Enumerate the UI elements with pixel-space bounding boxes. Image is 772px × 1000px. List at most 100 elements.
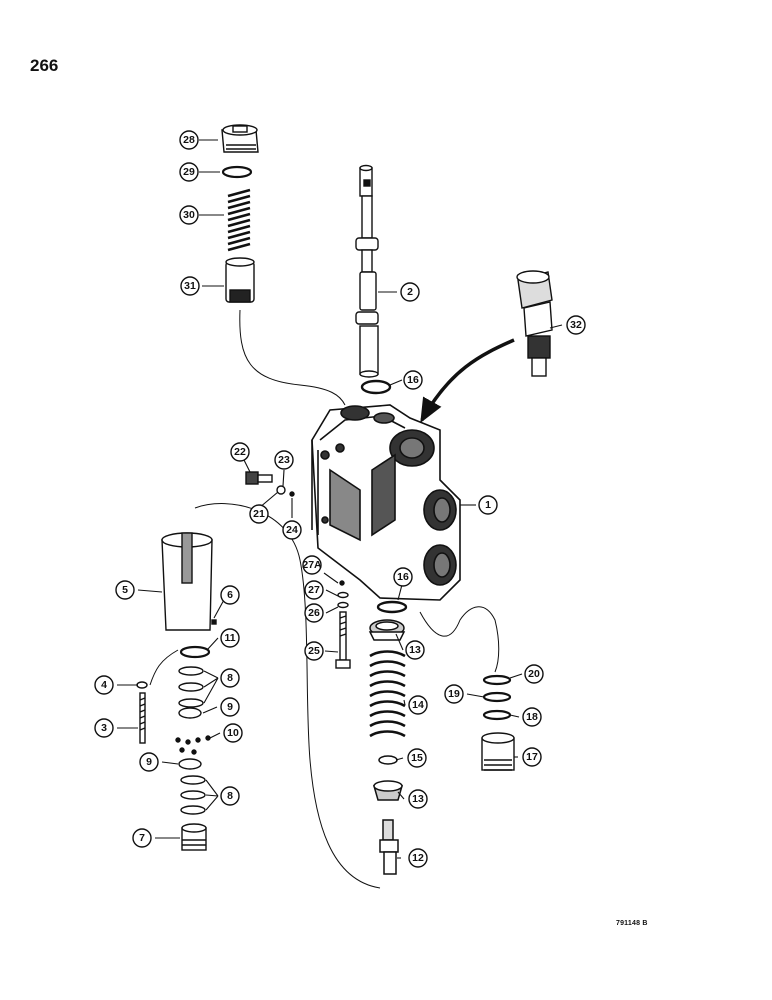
- callout-circle: [220, 585, 240, 605]
- callout-31: 31: [180, 276, 200, 296]
- callout-label: 7: [139, 832, 145, 844]
- callout-label: 8: [227, 790, 233, 802]
- callout-label: 10: [227, 727, 239, 739]
- callout-circle: [274, 450, 294, 470]
- callout-label: 30: [183, 209, 195, 221]
- callout-27A: 27A: [302, 555, 322, 575]
- callout-label: 6: [227, 589, 233, 601]
- callout-circle: [220, 668, 240, 688]
- callout-3: 3: [94, 718, 114, 738]
- callout-circle: [304, 603, 324, 623]
- callout-label: 28: [183, 134, 195, 146]
- load-check-assembly: [136, 532, 217, 851]
- callout-label: 12: [412, 852, 424, 864]
- small-fitting-parts: [245, 471, 295, 497]
- end-plug-assembly: [481, 674, 515, 771]
- callout-label: 25: [308, 645, 320, 657]
- figure-code: 791148 B: [616, 920, 648, 927]
- callout-label: 27: [308, 584, 320, 596]
- callout-label: 1: [485, 499, 491, 511]
- callout-label: 4: [101, 679, 107, 691]
- callout-label: 3: [101, 722, 107, 734]
- callout-circle: [139, 752, 159, 772]
- callout-21: 21: [249, 504, 269, 524]
- o-ring-16-top: [360, 379, 392, 395]
- relief-plug-assembly: [221, 124, 259, 303]
- callout-label: 27A: [302, 559, 322, 571]
- callout-circle: [304, 641, 324, 661]
- callout-circle: [179, 162, 199, 182]
- callout-13: 13: [405, 640, 425, 660]
- leader-lines: [117, 139, 563, 859]
- callout-circle: [94, 675, 114, 695]
- callout-circle: [478, 495, 498, 515]
- callout-7: 7: [132, 828, 152, 848]
- callout-label: 22: [234, 446, 246, 458]
- callout-label: 5: [122, 584, 128, 596]
- callout-label: 18: [526, 711, 538, 723]
- callout-16: 16: [393, 567, 413, 587]
- callout-label: 32: [570, 319, 582, 331]
- callout-circle: [407, 748, 427, 768]
- callout-circle: [132, 828, 152, 848]
- callout-1: 1: [478, 495, 498, 515]
- callout-circle: [444, 684, 464, 704]
- callout-25: 25: [304, 641, 324, 661]
- callout-22: 22: [230, 442, 250, 462]
- callout-circle: [220, 628, 240, 648]
- callout-circle: [408, 789, 428, 809]
- callout-circle: [220, 786, 240, 806]
- spring-stack: [368, 619, 406, 875]
- callout-circle: [220, 697, 240, 717]
- callout-label: 2: [407, 286, 413, 298]
- callout-19: 19: [444, 684, 464, 704]
- callout-8: 8: [220, 786, 240, 806]
- callout-circle: [94, 718, 114, 738]
- callout-circle: [408, 695, 428, 715]
- callout-10: 10: [223, 723, 243, 743]
- callout-label: 9: [227, 701, 233, 713]
- callout-circle: [115, 580, 135, 600]
- callout-13: 13: [408, 789, 428, 809]
- relief-valve-cartridge: [516, 270, 553, 377]
- callout-circle: [522, 707, 542, 727]
- callout-label: 13: [412, 793, 424, 805]
- callout-label: 14: [412, 699, 424, 711]
- callout-16: 16: [403, 370, 423, 390]
- callout-label: 15: [411, 752, 423, 764]
- plunger-stack: [335, 580, 351, 669]
- callout-14: 14: [408, 695, 428, 715]
- callout-32: 32: [566, 315, 586, 335]
- install-arrow: [420, 338, 515, 424]
- callout-circle: [400, 282, 420, 302]
- callout-5: 5: [115, 580, 135, 600]
- callout-label: 19: [448, 688, 460, 700]
- callout-23: 23: [274, 450, 294, 470]
- callout-8: 8: [220, 668, 240, 688]
- callout-label: 21: [253, 508, 265, 520]
- callout-circle: [179, 205, 199, 225]
- o-ring-16-bottom: [376, 600, 408, 614]
- callout-label: 20: [528, 668, 540, 680]
- callout-circle: [524, 664, 544, 684]
- callout-circle: [393, 567, 413, 587]
- callout-circle: [179, 130, 199, 150]
- control-spool: [355, 164, 379, 378]
- callout-label: 17: [526, 751, 538, 763]
- callout-circle: [566, 315, 586, 335]
- callout-30: 30: [179, 205, 199, 225]
- callout-4: 4: [94, 675, 114, 695]
- callout-label: 26: [308, 607, 320, 619]
- callout-label: 23: [278, 454, 290, 466]
- callout-label: 9: [146, 756, 152, 768]
- callout-label: 16: [407, 374, 419, 386]
- callout-label: 31: [184, 280, 196, 292]
- callout-label: 11: [224, 632, 235, 644]
- callout-28: 28: [179, 130, 199, 150]
- callout-17: 17: [522, 747, 542, 767]
- callout-circle: [302, 555, 322, 575]
- callout-circle: [304, 580, 324, 600]
- callout-label: 13: [409, 644, 421, 656]
